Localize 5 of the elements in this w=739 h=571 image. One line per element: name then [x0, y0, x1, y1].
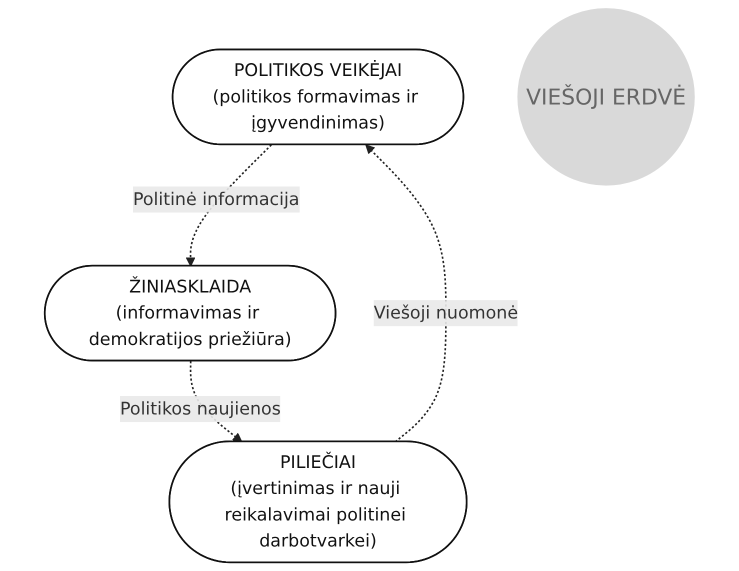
- node-circle: VIEŠOJI ERDVĖ: [517, 8, 695, 186]
- edge-label: Politinė informacija: [132, 188, 300, 210]
- edge-label: Politikos naujienos: [120, 398, 281, 419]
- arrow: [365, 144, 447, 442]
- edge-label: Viešoji nuomonė: [374, 302, 518, 323]
